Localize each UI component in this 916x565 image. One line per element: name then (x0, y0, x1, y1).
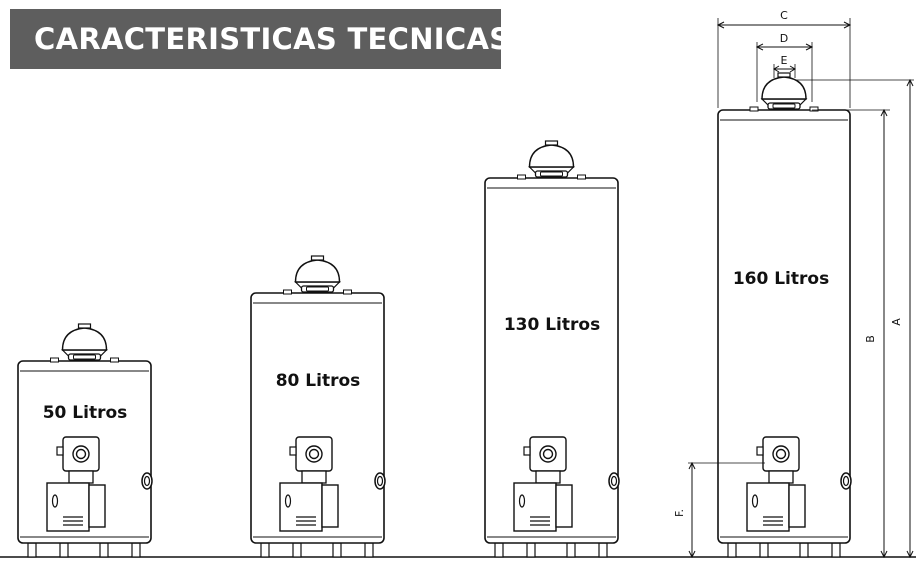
side-fitting (374, 472, 386, 490)
heater-body (250, 292, 385, 544)
flue-cap (528, 140, 575, 178)
dimension-b-label: B (864, 335, 877, 343)
flue-cap (61, 323, 108, 361)
dimension-d-label: D (780, 32, 788, 45)
dimension-lines (688, 18, 914, 559)
title-banner: CARACTERISTICAS TECNICAS (10, 9, 510, 69)
capacity-label: 80 Litros (276, 371, 361, 391)
side-fitting (608, 472, 620, 490)
side-fitting (840, 472, 852, 490)
capacity-label: 130 Litros (504, 315, 600, 335)
heater-body (717, 109, 851, 544)
water-heater: 80 Litros (250, 255, 386, 558)
page-title: CARACTERISTICAS TECNICAS (34, 22, 511, 56)
heater-body (484, 177, 619, 544)
capacity-label: 50 Litros (43, 403, 128, 423)
dimension-a-label: A (890, 318, 903, 326)
side-fitting (141, 472, 153, 490)
dimension-f-label: F. (673, 509, 686, 517)
flue-cap (294, 255, 341, 293)
dimension-e-label: E (781, 54, 788, 67)
water-heater: 160 Litros (717, 72, 852, 558)
water-heater: 50 Litros (17, 323, 153, 558)
dimension-c-label: C (780, 9, 788, 22)
flue-cap (761, 72, 807, 110)
capacity-label: 160 Litros (733, 269, 829, 289)
water-heater: 130 Litros (484, 140, 620, 558)
